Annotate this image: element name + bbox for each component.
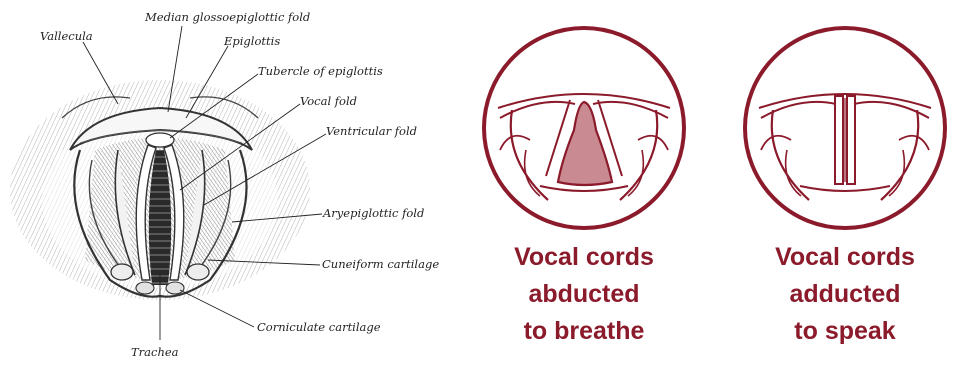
label-vocal-fold: Vocal fold	[300, 94, 357, 108]
cuneiform-left	[111, 264, 133, 280]
breathe-illustration	[484, 28, 684, 228]
breathe-caption-line-3: to breathe	[524, 317, 645, 345]
label-epiglottis: Epiglottis	[223, 34, 280, 48]
label-corniculate-cartilage: Corniculate cartilage	[257, 320, 381, 334]
breathe-caption: Vocal cords abducted to breathe	[514, 243, 654, 345]
label-cuneiform-cartilage: Cuneiform cartilage	[322, 257, 439, 271]
speak-caption: Vocal cords adducted to speak	[775, 243, 915, 345]
label-ventricular-fold: Ventricular fold	[326, 124, 417, 138]
vocal-cord-right-closed	[847, 96, 855, 184]
speak-caption-line-3: to speak	[794, 317, 896, 345]
speak-caption-line-1: Vocal cords	[775, 243, 915, 271]
anatomy-drawing	[10, 80, 310, 300]
label-aryepiglottic-fold: Aryepiglottic fold	[322, 206, 424, 220]
speak-illustration	[745, 28, 945, 228]
vocal-cord-left-closed	[835, 96, 843, 184]
label-tubercle-of-epiglottis: Tubercle of epiglottis	[258, 64, 383, 78]
tubercle-shape	[146, 133, 174, 147]
speak-caption-line-2: adducted	[789, 280, 900, 308]
label-trachea: Trachea	[131, 345, 179, 359]
cuneiform-right	[187, 264, 209, 280]
breathe-caption-line-2: abducted	[528, 280, 639, 308]
corniculate-right	[166, 282, 184, 294]
label-median-glossoepiglottic-fold: Median glossoepiglottic fold	[144, 10, 310, 24]
label-vallecula: Vallecula	[40, 29, 93, 43]
breathe-caption-line-1: Vocal cords	[514, 243, 654, 271]
corniculate-left	[136, 282, 154, 294]
